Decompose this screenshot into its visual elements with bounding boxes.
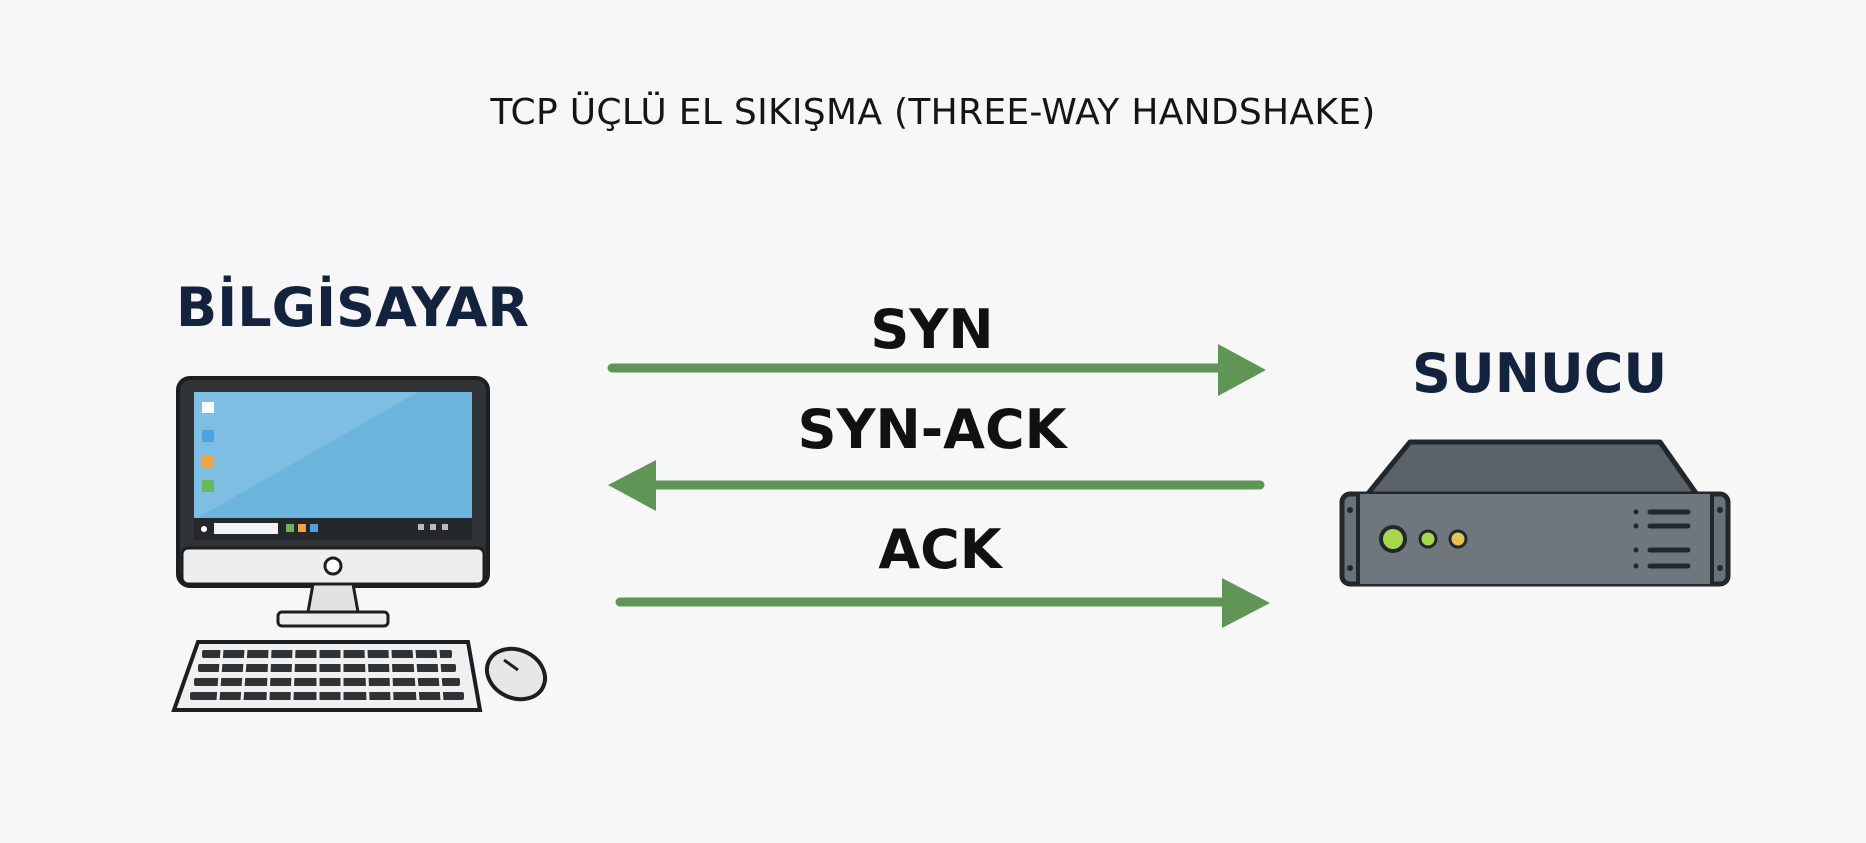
message-label-ack: ACK <box>878 518 1002 581</box>
diagram-title: TCP ÜÇLÜ EL SIKIŞMA (THREE-WAY HANDSHAKE… <box>490 92 1376 133</box>
server-label: SUNUCU <box>1412 342 1668 405</box>
message-label-syn: SYN <box>870 298 994 361</box>
arrow-syn <box>607 344 1266 396</box>
desktop-computer-icon <box>171 376 548 712</box>
server-rack-icon <box>1339 439 1731 587</box>
arrow-syn-ack <box>608 460 1265 511</box>
arrow-ack <box>615 578 1270 628</box>
message-label-syn-ack: SYN-ACK <box>797 398 1067 461</box>
client-label: BİLGİSAYAR <box>176 276 529 339</box>
